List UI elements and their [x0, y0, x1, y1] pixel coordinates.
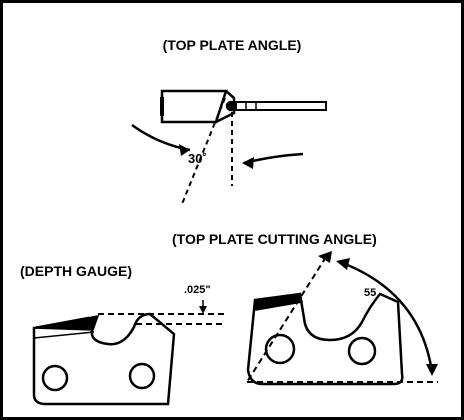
arrow-head-left	[179, 144, 190, 156]
depth-arrow-head	[199, 306, 207, 314]
title-depth-gauge: (DEPTH GAUGE)	[20, 263, 132, 279]
gauge-025-label: .025"	[184, 284, 211, 296]
arrow-head-right	[242, 157, 254, 169]
cutting-angle-arc-head-bottom	[426, 364, 438, 376]
cutting-angle-guides	[246, 256, 438, 383]
cutting-angle-cutter	[246, 292, 404, 386]
angle-55-label: 55	[364, 287, 377, 299]
angle-30-label: 30˚	[188, 151, 207, 166]
depth-gauge-guides	[98, 300, 226, 325]
top-view-cutter	[160, 89, 327, 124]
cutting-angle-arc-head-top	[336, 258, 350, 270]
title-top-plate-angle: (TOP PLATE ANGLE)	[162, 37, 302, 53]
title-top-plate-cutting-angle: (TOP PLATE CUTTING ANGLE)	[172, 231, 377, 247]
depth-gauge-cutter	[32, 312, 176, 406]
cutting-angle-apex-head	[318, 251, 332, 263]
